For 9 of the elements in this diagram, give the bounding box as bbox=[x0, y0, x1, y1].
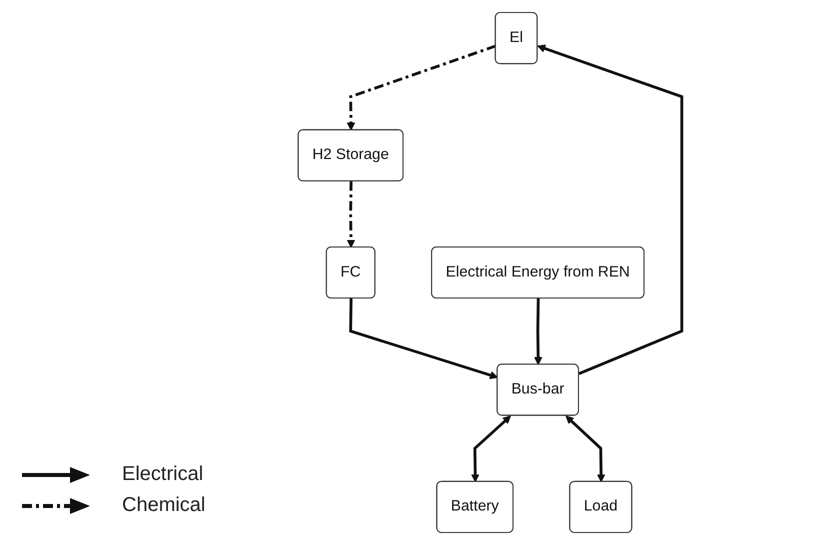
arrow bbox=[349, 298, 498, 380]
arrow bbox=[346, 44, 496, 131]
arrow bbox=[537, 44, 684, 375]
arrow bbox=[471, 416, 511, 482]
legend-text: Electrical bbox=[122, 463, 204, 486]
arrow bbox=[346, 181, 356, 248]
arrow bbox=[534, 298, 542, 366]
legend-text: Chemical bbox=[122, 494, 206, 517]
arrow bbox=[566, 416, 606, 482]
